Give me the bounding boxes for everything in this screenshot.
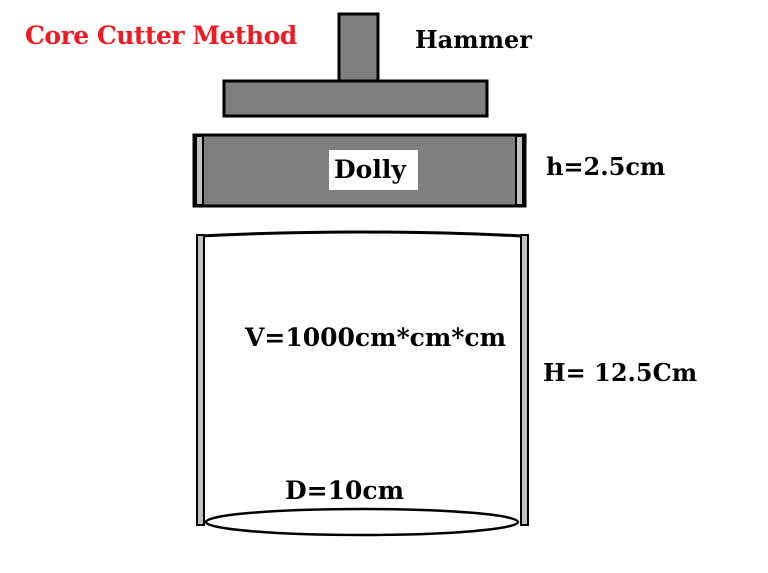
dolly-label-background (329, 150, 418, 190)
dolly-right-wall (515, 135, 524, 206)
cutter-top-rim (200, 230, 524, 238)
cutter-left-wall (196, 234, 205, 526)
hammer-handle (337, 12, 380, 83)
cutter-height-label: H= 12.5Cm (543, 358, 698, 387)
dolly-left-wall (195, 135, 204, 206)
hammer-head (222, 79, 489, 118)
cutter-right-wall (520, 234, 529, 526)
volume-label: V=1000cm*cm*cm (245, 323, 507, 352)
hammer-label: Hammer (415, 25, 532, 54)
diameter-label: D=10cm (285, 476, 405, 505)
cutter-bottom-ellipse (204, 507, 520, 537)
dolly-label: Dolly (334, 155, 406, 184)
dolly-height-label: h=2.5cm (546, 152, 666, 181)
diagram-title: Core Cutter Method (25, 21, 297, 50)
